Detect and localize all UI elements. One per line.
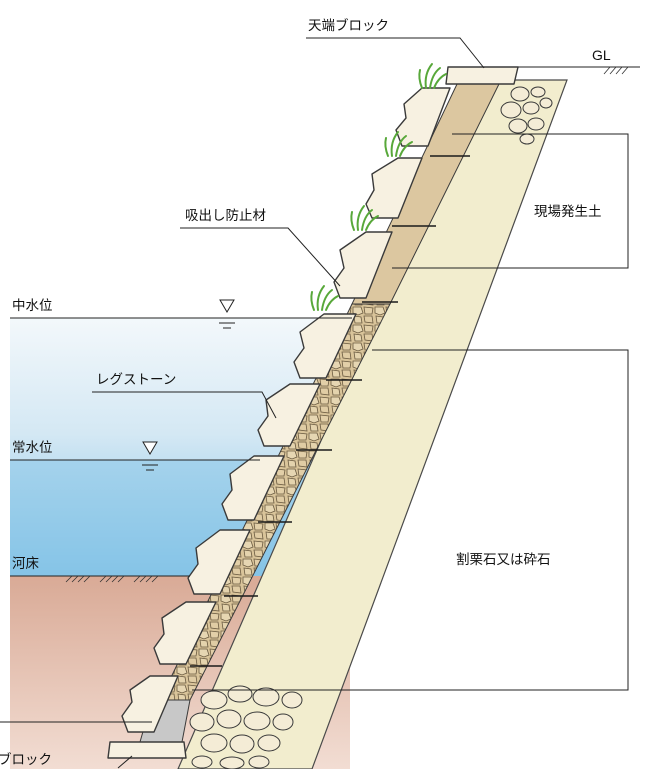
facing-block: [333, 231, 393, 299]
base-block-label: ブロック: [0, 751, 52, 768]
backfill-zone: [177, 79, 568, 769]
gl-label: GL: [592, 47, 611, 63]
block-ties: [190, 155, 470, 667]
ground-hatch: [603, 66, 629, 75]
suction-prevention-leader: [180, 227, 341, 287]
riverbed-hatch: [65, 575, 159, 583]
facing-block: [153, 601, 217, 665]
top-boulders: [500, 86, 553, 145]
mid-water-level-label: 中水位: [12, 298, 53, 314]
normal-water-level-label: 常水位: [12, 440, 53, 456]
facing-block: [221, 455, 285, 521]
top-block: [445, 66, 519, 85]
top-block-leader: [306, 37, 485, 69]
facing-blocks: [121, 87, 451, 733]
base-block: [107, 741, 187, 759]
base-block-leader: [117, 755, 133, 769]
top-block-label: 天端ブロック: [308, 17, 389, 34]
facing-block: [293, 313, 357, 379]
facing-block: [187, 529, 251, 595]
grass-tufts: [310, 63, 447, 311]
crushed-stone-label: 割栗石又は砕石: [456, 551, 551, 568]
facing-block: [121, 675, 179, 733]
excavated-soil-bracket: [392, 133, 629, 269]
facing-block: [365, 157, 423, 219]
mid-water-level-icon: [215, 299, 239, 329]
crushed-stone-bracket: [192, 349, 629, 691]
riverbed-label: 河床: [12, 556, 39, 572]
normal-water-level-icon: [138, 441, 162, 471]
facing-block: [257, 383, 321, 447]
leg-stone-leader: [92, 391, 277, 419]
facing-block: [395, 87, 451, 147]
excavated-soil-label: 現場発生土: [534, 204, 602, 220]
leg-stone-label: レグストーン: [96, 372, 176, 388]
suction-prevention-label: 吸出し防止材: [185, 208, 266, 224]
